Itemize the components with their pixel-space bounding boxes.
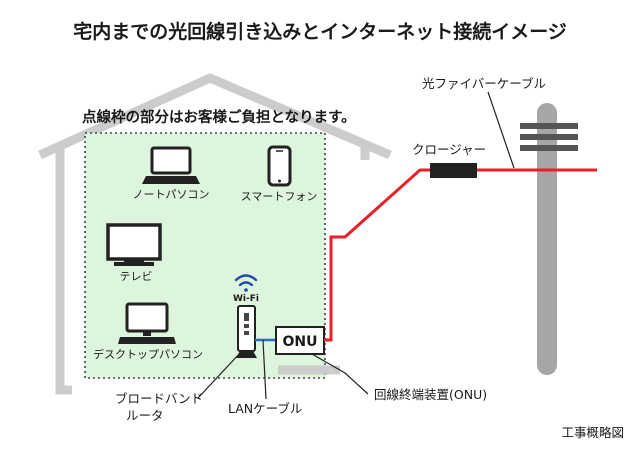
customer-zone-note: 点線枠の部分はお客様ご負担となります。	[82, 108, 356, 126]
router-label-line2: ルータ	[126, 408, 164, 423]
fiber-cable-label: 光ファイバーケーブル	[422, 76, 546, 91]
desktop-pc-icon	[118, 302, 176, 344]
lan-cable-label: LANケーブル	[228, 401, 302, 416]
smartphone-icon	[267, 145, 292, 187]
desktop-label: デスクトップパソコン	[93, 347, 203, 361]
onu-box-label: ONU	[283, 334, 318, 350]
onu-device-label: 回線終端装置(ONU)	[374, 387, 487, 402]
tv-icon	[106, 223, 162, 266]
wifi-icon	[234, 274, 258, 292]
notebook-label: ノートパソコン	[133, 188, 210, 201]
onu-box	[275, 326, 325, 355]
closure-label: クロージャー	[412, 142, 486, 157]
pole-crossarm-2	[520, 134, 578, 140]
router-icon	[236, 305, 257, 358]
tv-label: テレビ	[120, 270, 153, 283]
closure-box	[430, 163, 477, 178]
smartphone-label: スマートフォン	[241, 190, 318, 203]
utility-pole	[537, 103, 557, 375]
pole-crossarm-3	[520, 145, 578, 151]
wifi-label: Wi-Fi	[233, 294, 259, 304]
notebook-pc-icon	[142, 146, 200, 184]
pole-crossarm-1	[520, 123, 578, 129]
diagram-title: 宅内までの光回線引き込みとインターネット接続イメージ	[73, 20, 567, 43]
fiber-leader-line	[487, 91, 515, 169]
router-leader-line	[197, 351, 242, 399]
footer-caption: 工事概略図	[561, 425, 624, 440]
onu-leader-line	[311, 353, 369, 395]
lan-leader-line	[262, 339, 267, 400]
router-label-line1: ブロードバンド	[115, 391, 203, 406]
house-outline	[38, 73, 392, 395]
